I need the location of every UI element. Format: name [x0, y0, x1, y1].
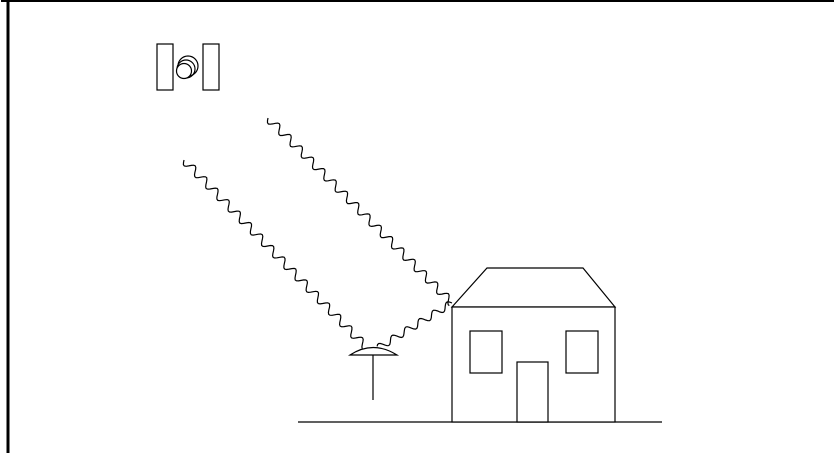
direct-signal-wave — [183, 160, 363, 349]
house-icon — [452, 268, 615, 422]
satellite-icon — [157, 44, 219, 90]
gnss-antenna-icon — [350, 348, 397, 401]
house-window-right — [566, 331, 598, 373]
house-door — [517, 362, 548, 422]
reflection-path-wave — [377, 302, 452, 347]
house-window-left — [470, 331, 502, 373]
